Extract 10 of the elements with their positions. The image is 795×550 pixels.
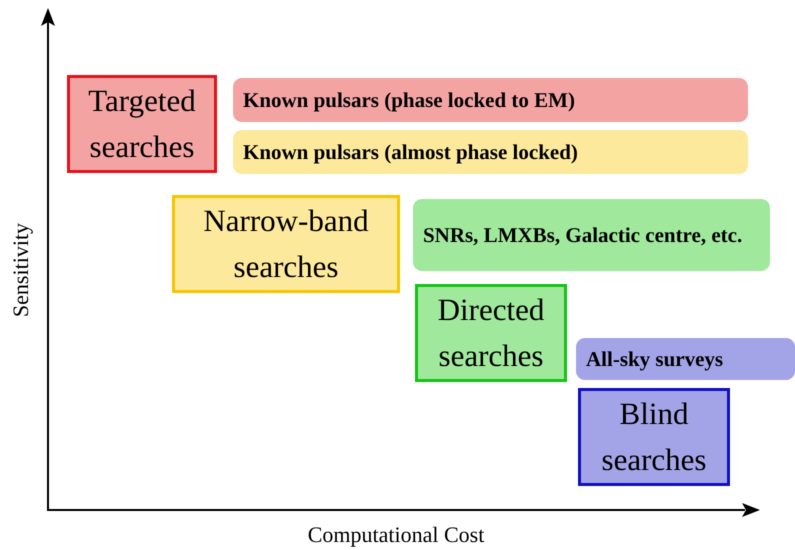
category-box: Narrow-band searches [172,195,400,293]
axis-label: Computational Cost [308,522,484,548]
axis-label: Sensitivity [8,222,34,318]
example-tag: Known pulsars (almost phase locked) [233,130,748,174]
example-tag: All-sky surveys [576,338,795,380]
example-tag: SNRs, LMXBs, Galactic centre, etc. [413,199,770,271]
category-box: Targeted searches [67,75,217,173]
category-box: Blind searches [578,388,730,486]
category-box: Directed searches [415,284,567,382]
example-tag: Known pulsars (phase locked to EM) [233,78,748,122]
